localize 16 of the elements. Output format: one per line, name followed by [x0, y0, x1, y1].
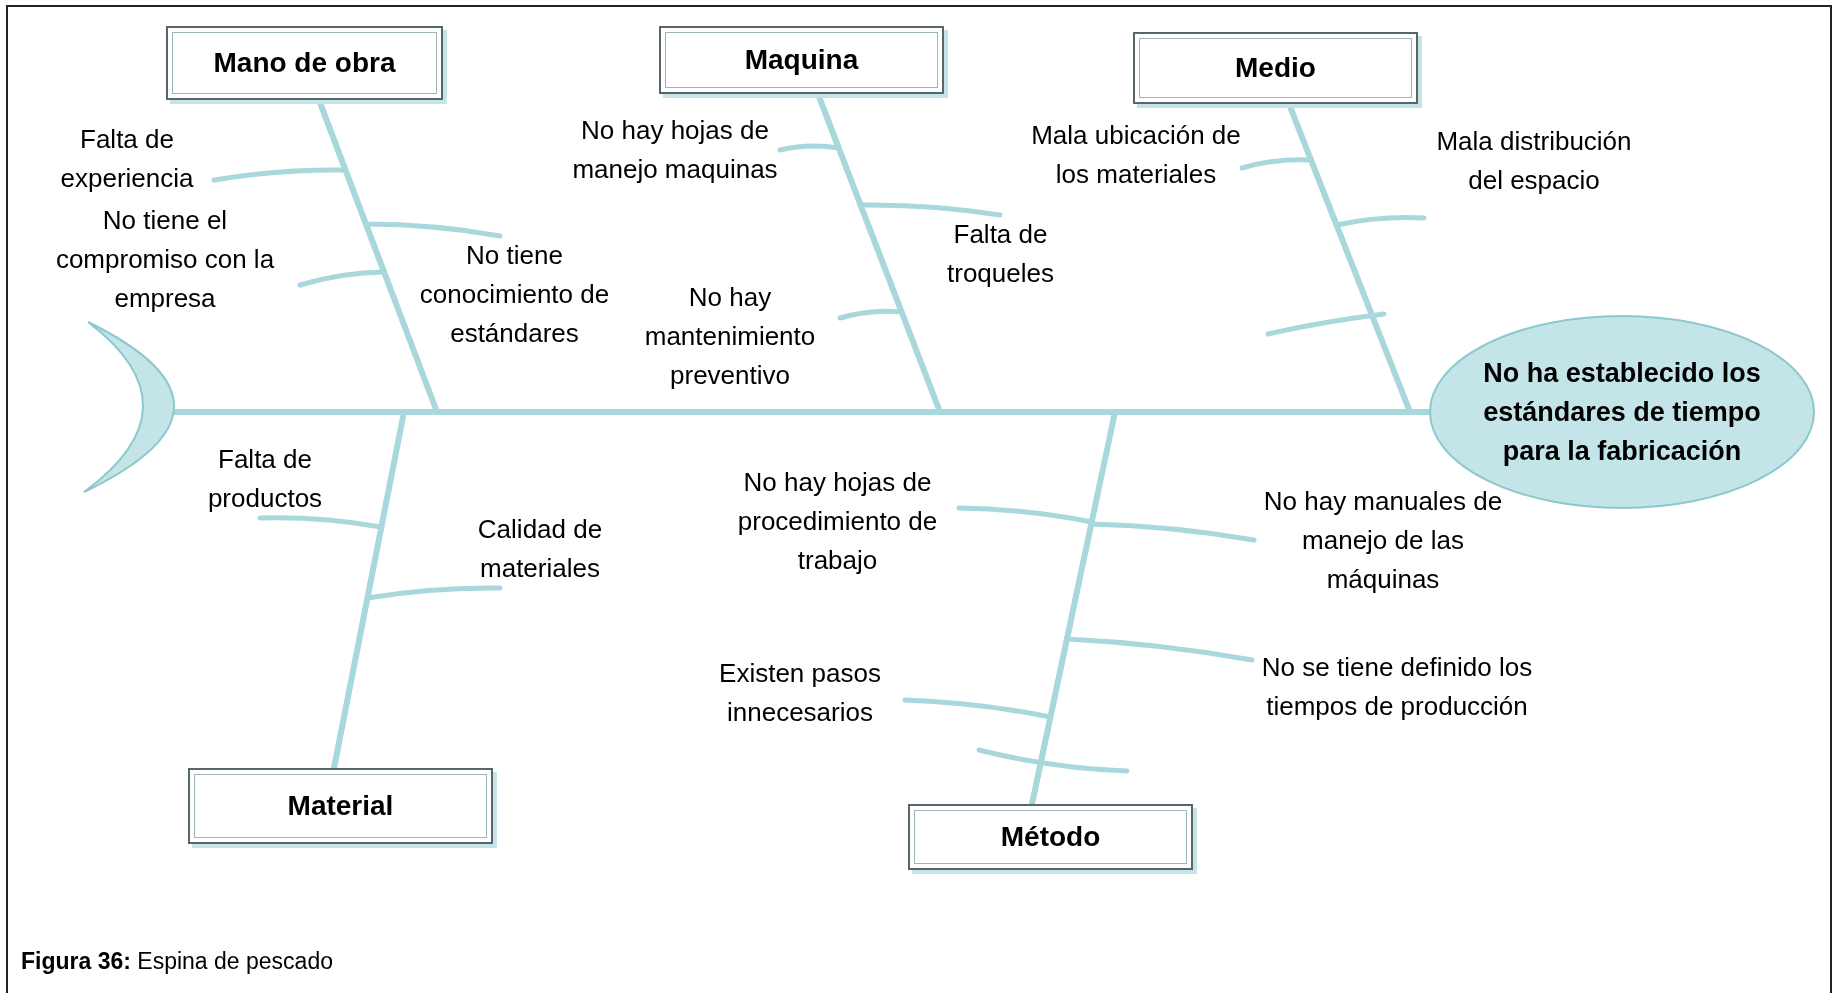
- cause-label: Existen pasos innecesarios: [695, 654, 905, 732]
- cause-label: Falta de troqueles: [928, 215, 1073, 293]
- tail-fin-drawing: [83, 321, 176, 493]
- cause-label: Falta de productos: [180, 440, 350, 518]
- cause-label: Mala distribución del espacio: [1424, 122, 1644, 200]
- cause-label: Calidad de materiales: [450, 510, 630, 588]
- cause-label: No hay hojas de manejo maquinas: [570, 111, 780, 189]
- rib-line: [331, 585, 503, 771]
- cause-label: Falta de experiencia: [40, 120, 214, 198]
- cause-label: No se tiene definido los tiempos de producción: [1252, 648, 1542, 726]
- cause-label: Mala ubicación de los materiales: [1030, 116, 1242, 194]
- cause-label: No hay hojas de procedimiento de trabajo: [716, 463, 959, 580]
- figure-caption: Figura 36: Espina de pescado: [21, 948, 333, 975]
- cause-label: No hay manuales de manejo de las máquinas: [1254, 482, 1512, 599]
- cause-label: No tiene el compromiso con la empresa: [30, 201, 300, 318]
- effect-text: No ha establecido los estándares de tiempo para la fabricación: [1482, 356, 1762, 468]
